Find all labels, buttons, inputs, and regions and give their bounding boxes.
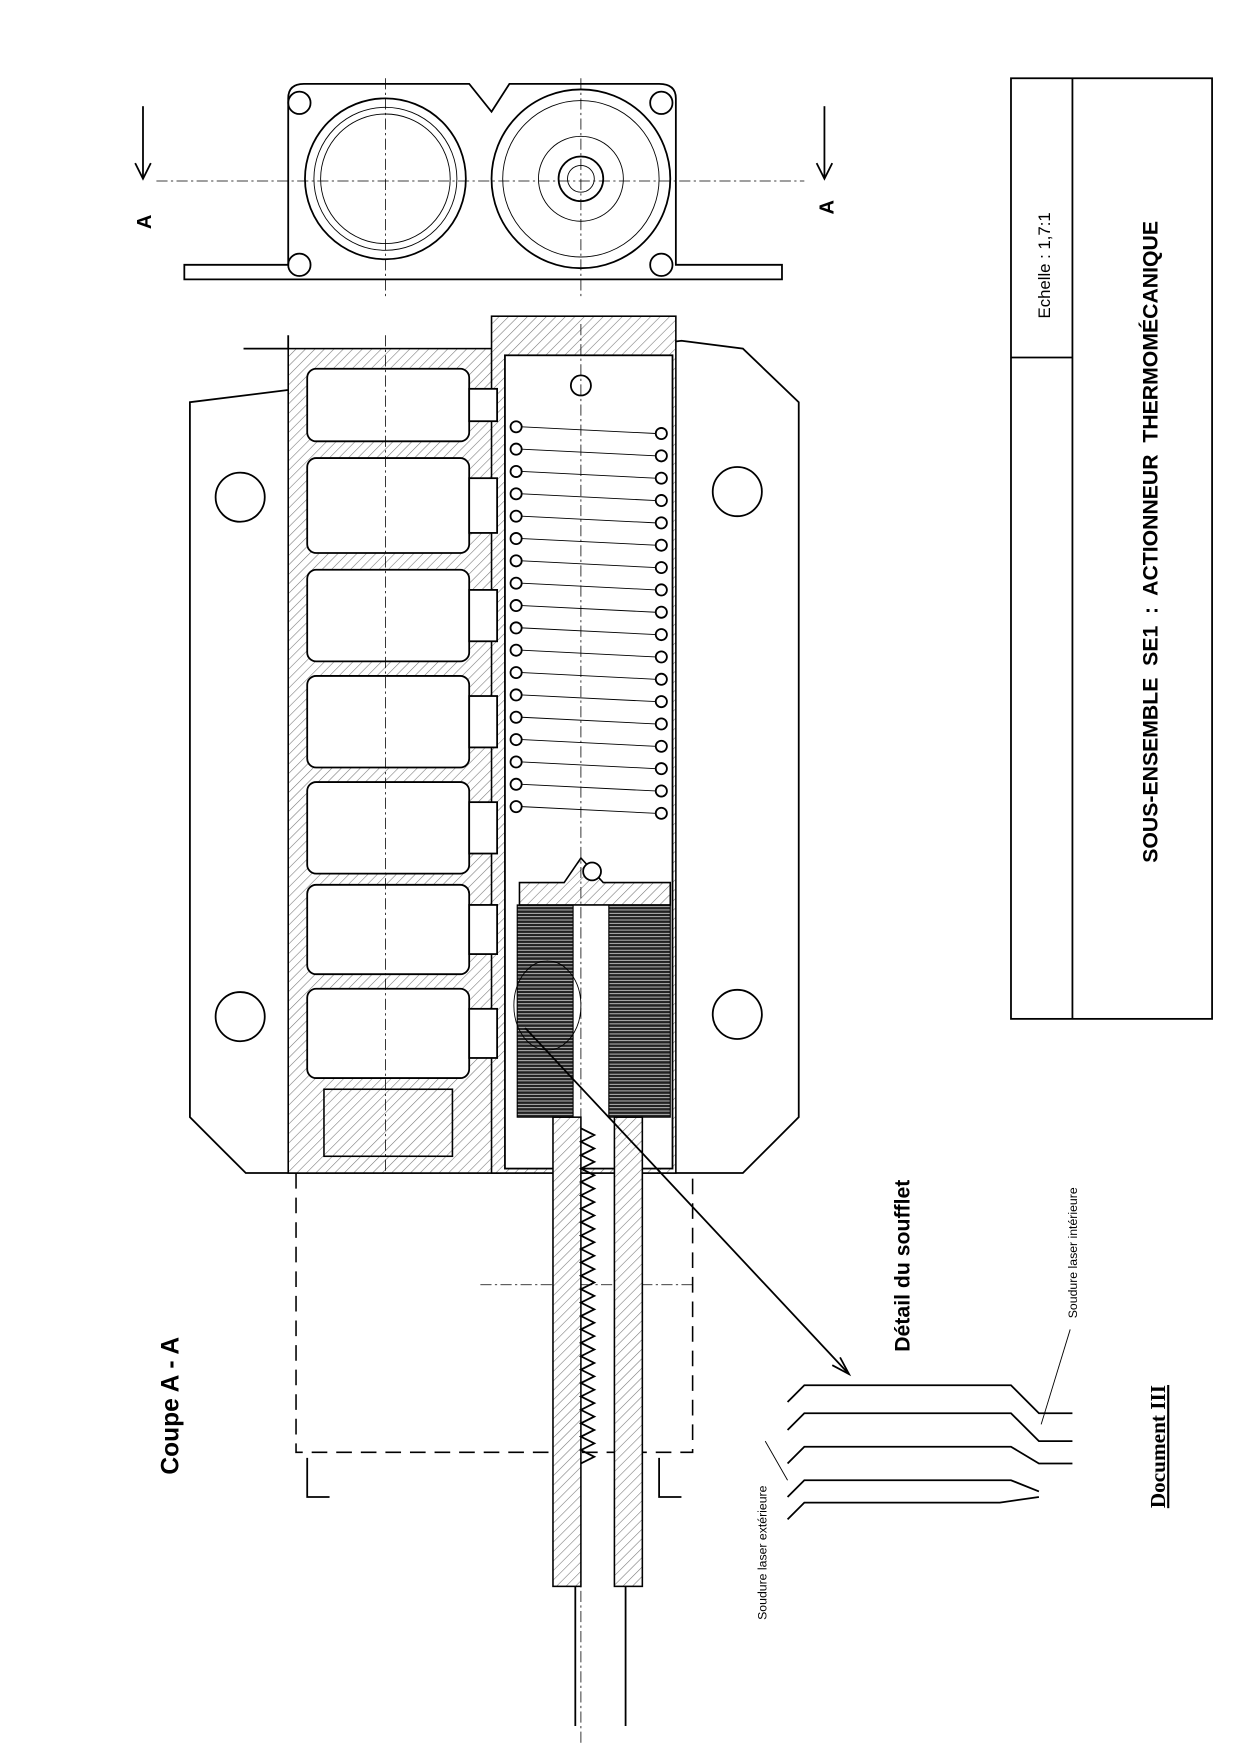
spring xyxy=(509,420,668,820)
coil-section xyxy=(509,643,523,657)
end-cap xyxy=(323,1088,454,1158)
coil-wire xyxy=(521,739,656,747)
coil-section xyxy=(654,650,668,664)
coil-wire xyxy=(521,716,656,725)
coil-wire xyxy=(521,694,656,703)
coil-section xyxy=(654,762,668,776)
coil-section xyxy=(654,605,668,619)
coil-section xyxy=(509,688,523,702)
section-label-left: A xyxy=(134,215,156,230)
section-marker-right: A xyxy=(815,106,838,215)
piston xyxy=(306,367,471,443)
drawing-title: SOUS-ENSEMBLE SE1 : ACTIONNEUR THERMOMÉC… xyxy=(1137,221,1162,863)
piston xyxy=(306,987,471,1079)
piston-stem xyxy=(468,695,499,749)
coil-section xyxy=(654,538,668,552)
coil-section xyxy=(509,420,523,434)
section-view xyxy=(189,315,800,1743)
piston-stem xyxy=(468,477,499,534)
piston-stem xyxy=(468,1007,499,1059)
coil-wire xyxy=(521,783,656,792)
coil-section xyxy=(509,487,523,501)
title-block: Echelle : 1,7:1 SOUS-ENSEMBLE SE1 : ACTI… xyxy=(1010,77,1213,1020)
bellows-detail: Détail du soufflet Soudure laser intérie… xyxy=(513,960,1080,1620)
coil-wire xyxy=(521,806,656,814)
coil-section xyxy=(509,576,523,590)
piston-stem xyxy=(468,904,499,955)
piston xyxy=(306,883,471,976)
piston xyxy=(306,675,471,769)
coil-section xyxy=(509,621,523,635)
piston-stem xyxy=(468,387,499,423)
coil-section xyxy=(654,695,668,709)
coil-section xyxy=(654,628,668,642)
coil-section xyxy=(654,494,668,508)
detail-title: Détail du soufflet xyxy=(891,1180,914,1352)
shaft xyxy=(552,1116,644,1727)
coil-section xyxy=(509,755,523,769)
piston xyxy=(306,781,471,875)
coil-section xyxy=(654,583,668,597)
scale-label: Echelle : 1,7:1 xyxy=(1035,212,1054,318)
coil-wire xyxy=(521,426,656,434)
weld-outer-label: Soudure laser extérieure xyxy=(755,1485,769,1619)
coil-wire xyxy=(521,649,656,658)
piston-stem xyxy=(468,801,499,855)
coil-section xyxy=(654,427,668,440)
coil-section xyxy=(509,554,523,568)
coil-section xyxy=(654,739,668,753)
coil-section xyxy=(509,777,523,791)
document-label: Document III xyxy=(1146,1385,1170,1508)
coil-section xyxy=(509,442,523,456)
coil-wire xyxy=(521,515,656,524)
coil-wire xyxy=(521,605,656,613)
piston xyxy=(306,568,471,663)
coil-wire xyxy=(521,448,656,457)
coil-section xyxy=(509,599,523,613)
motor-outline-dashed xyxy=(295,1173,694,1498)
coil-section xyxy=(654,784,668,798)
coil-section xyxy=(509,465,523,478)
coil-section xyxy=(654,471,668,485)
section-label-right: A xyxy=(816,200,838,215)
coil-section xyxy=(654,806,668,820)
coil-section xyxy=(654,516,668,530)
coil-wire xyxy=(521,538,656,546)
coil-section xyxy=(654,449,668,463)
piston-stem xyxy=(468,589,499,643)
coil-section xyxy=(509,532,523,545)
weld-inner-label: Soudure laser intérieure xyxy=(1066,1187,1080,1318)
piston xyxy=(306,457,471,554)
coil-wire xyxy=(521,672,656,680)
coil-wire xyxy=(521,471,656,479)
coil-section xyxy=(654,561,668,575)
coil-wire xyxy=(521,560,656,569)
top-view xyxy=(156,78,805,297)
section-marker-left: A xyxy=(134,106,156,229)
coil-section xyxy=(509,733,523,747)
coil-section xyxy=(509,800,523,814)
coil-section xyxy=(509,509,523,523)
coil-wire xyxy=(521,582,656,591)
coil-wire xyxy=(521,627,656,636)
coil-wire xyxy=(521,761,656,770)
piston-stack xyxy=(306,367,499,1158)
coil-section xyxy=(509,710,523,724)
section-title: Coupe A - A xyxy=(158,1337,185,1475)
coil-section xyxy=(509,666,523,680)
coil-section xyxy=(654,672,668,686)
coil-wire xyxy=(521,493,656,501)
bellows xyxy=(516,374,672,1118)
coil-section xyxy=(654,717,668,731)
